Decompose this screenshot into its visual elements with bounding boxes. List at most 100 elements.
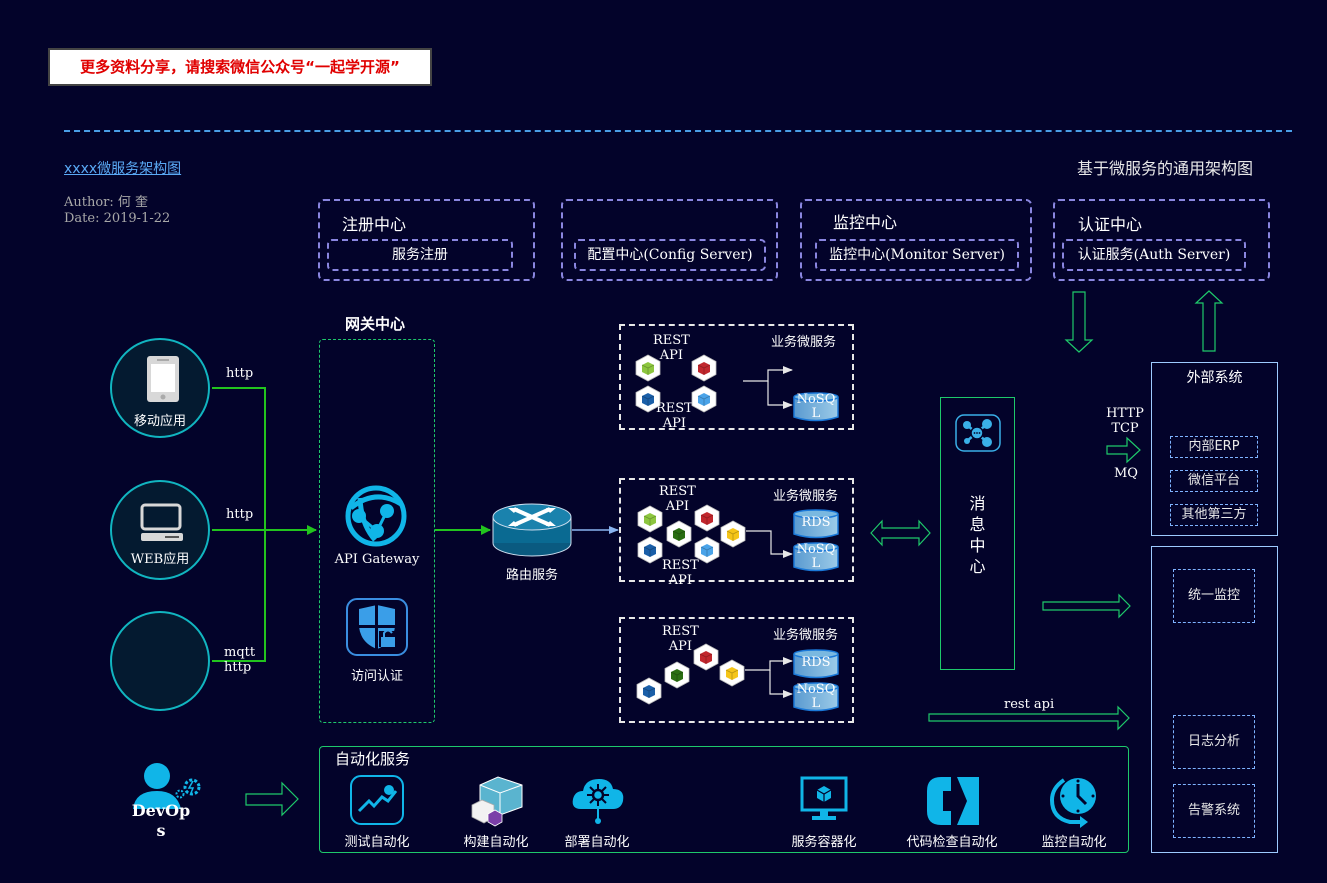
- ms1-branch-line-2: [767, 381, 793, 409]
- right-arrow-external-icon: [1106, 436, 1141, 464]
- api-gateway-label: API Gateway: [334, 552, 420, 567]
- up-arrow-icon: [1194, 290, 1224, 352]
- web-protocol-label: http: [226, 507, 254, 522]
- cube-glyph: [694, 504, 720, 532]
- service-cube-icon: [693, 643, 719, 675]
- db-label: RDS: [801, 515, 831, 530]
- clock-refresh-icon: [1049, 778, 1096, 828]
- devops-label: DevOp s: [131, 801, 191, 840]
- cloud-deploy-icon: [572, 779, 624, 824]
- external-item-wechat: 微信平台: [1170, 470, 1258, 492]
- registry-center-box: 注册中心 服务注册: [318, 199, 535, 281]
- rest-api-label: rest api: [1004, 697, 1055, 712]
- microservice-label: 业务微服务: [773, 489, 839, 504]
- message-center-box: 消 息 中 心: [940, 397, 1015, 670]
- auth-server-box: 认证服务(Auth Server): [1062, 239, 1246, 271]
- ms3-branch-line-2: [769, 670, 793, 698]
- cube-glyph: [636, 677, 662, 705]
- build-cubes-icon: [471, 776, 523, 827]
- mobile-link-line: [212, 387, 266, 662]
- service-cube-icon: [691, 385, 717, 417]
- automation-item-code-check: 代码检查自动化: [906, 835, 998, 850]
- automation-item-container: 服务容器化: [791, 835, 857, 850]
- cube-glyph: [691, 385, 717, 413]
- main-title: 基于微服务的通用架构图: [1077, 159, 1254, 178]
- message-hub-icon: [955, 414, 1001, 452]
- iot-client[interactable]: [110, 611, 210, 711]
- service-cube-icon: [694, 536, 720, 568]
- cube-glyph: [635, 354, 661, 382]
- http-label: http: [224, 660, 252, 675]
- gateway-center-title: 网关中心: [345, 315, 406, 333]
- service-registration-box: 服务注册: [327, 239, 513, 271]
- monitor-server-box: 监控中心(Monitor Server): [815, 239, 1019, 271]
- ms2-branch-line: [746, 530, 793, 558]
- ops-item-log-analysis: 日志分析: [1173, 715, 1255, 769]
- devops-user-icon: [133, 763, 201, 809]
- ms1-branch-line: [743, 366, 793, 382]
- access-auth-icon[interactable]: [345, 597, 409, 657]
- down-arrow-icon: [1064, 291, 1094, 353]
- message-center-label: 消 息 中 心: [969, 494, 986, 576]
- promo-banner: 更多资料分享，请搜索微信公众号“一起学开源”: [48, 48, 432, 86]
- mobile-protocol-label: http: [226, 366, 254, 381]
- desktop-computer-icon: [140, 503, 183, 541]
- cube-glyph: [637, 536, 663, 564]
- ms3-branch-line: [745, 657, 793, 671]
- db-cylinder: [793, 682, 839, 712]
- external-item-third-party: 其他第三方: [1170, 504, 1258, 526]
- cube-glyph: [635, 385, 661, 413]
- cube-glyph: [666, 520, 692, 548]
- automation-item-test: 测试自动化: [344, 835, 410, 850]
- cube-glyph: [693, 643, 719, 671]
- service-cube-icon: [636, 677, 662, 709]
- web-app-client[interactable]: WEB应用: [110, 480, 210, 580]
- config-center-box: 配置中心(Config Server): [561, 199, 778, 281]
- service-cube-icon: [666, 520, 692, 552]
- db-cylinder: [793, 509, 839, 539]
- diagram-title-link[interactable]: xxxx微服务架构图: [64, 161, 182, 177]
- cube-glyph: [664, 661, 690, 689]
- external-protocol-label: HTTP TCP: [1106, 406, 1144, 436]
- date-text: Date: 2019-1-22: [64, 211, 171, 226]
- db-cylinder: [793, 649, 839, 679]
- registry-center-title: 注册中心: [342, 215, 407, 234]
- mqtt-label: mqtt: [224, 645, 256, 660]
- router-icon[interactable]: [492, 503, 572, 557]
- author-text: Author: 何 奎: [64, 195, 149, 210]
- iot-protocol-label: mqtt http: [224, 645, 255, 675]
- router-label: 路由服务: [505, 568, 558, 583]
- chart-trend-icon: [350, 775, 404, 825]
- config-server-box: 配置中心(Config Server): [574, 239, 766, 271]
- right-arrow-ops-icon: [1042, 593, 1131, 619]
- header-divider: [64, 130, 1292, 132]
- automation-item-deploy: 部署自动化: [564, 835, 630, 850]
- api-gateway-icon[interactable]: [345, 485, 409, 548]
- service-cube-icon: [635, 385, 661, 417]
- cube-glyph: [691, 354, 717, 382]
- code-bracket-icon: [927, 777, 979, 825]
- gateway-center-box: [319, 339, 435, 723]
- service-cube-icon: [637, 505, 663, 537]
- ops-systems-box: 统一监控 日志分析 告警系统: [1151, 546, 1278, 853]
- automation-item-build: 构建自动化: [463, 835, 529, 850]
- microservice-label: 业务微服务: [771, 335, 837, 350]
- mobile-app-client[interactable]: 移动应用: [110, 338, 210, 438]
- db-label: RDS: [801, 655, 831, 670]
- automation-item-monitor: 监控自动化: [1041, 835, 1107, 850]
- cube-glyph: [720, 520, 746, 548]
- devops-arrow-icon: [245, 781, 299, 817]
- db-cylinder: [793, 392, 839, 422]
- cube-glyph: [694, 536, 720, 564]
